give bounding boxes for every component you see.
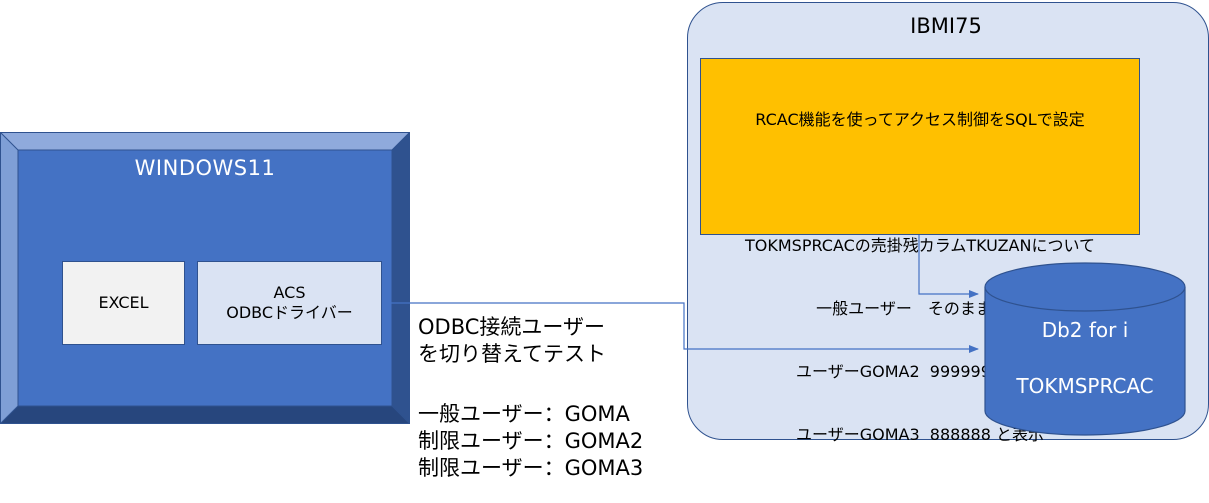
windows11-title: WINDOWS11	[134, 156, 276, 180]
user-list: 一般ユーザー：GOMA 制限ユーザー：GOMA2 制限ユーザー：GOMA3	[418, 401, 698, 482]
acs-odbc-driver-box: ACS ODBCドライバー	[197, 261, 382, 345]
odbc-connection-arrow	[382, 302, 979, 353]
user-list-item: 一般ユーザー：GOMA	[418, 402, 630, 426]
db2-cylinder	[984, 262, 1186, 436]
ibmi-title: IBMI75	[910, 14, 982, 38]
db2-label: Db2 for i	[1041, 318, 1129, 342]
user-list-item: 制限ユーザー：GOMA3	[418, 456, 644, 480]
excel-label: EXCEL	[98, 293, 149, 312]
odbc-driver-label: ODBCドライバー	[226, 303, 353, 322]
db-table-label: TOKMSPRCAC	[1016, 374, 1154, 398]
connection-note-line: を切り替えてテスト	[418, 342, 606, 366]
connection-note: ODBC接続ユーザー を切り替えてテスト	[418, 314, 678, 368]
acs-label: ACS	[273, 283, 306, 302]
rcac-note-line: TOKMSPRCACの売掛残カラムTKUZANについて	[745, 236, 1095, 255]
user-list-item: 制限ユーザー：GOMA2	[418, 429, 644, 453]
rcac-note-box: RCAC機能を使ってアクセス制御をSQLで設定 TOKMSPRCACの売掛残カラ…	[700, 58, 1140, 444]
connection-note-line: ODBC接続ユーザー	[418, 315, 605, 339]
rcac-to-db-arrow	[918, 235, 979, 298]
rcac-note-line: ユーザーGOMA3 888888 と表示	[796, 425, 1044, 444]
excel-app-box: EXCEL	[62, 261, 185, 345]
rcac-note-line: RCAC機能を使ってアクセス制御をSQLで設定	[755, 110, 1085, 129]
